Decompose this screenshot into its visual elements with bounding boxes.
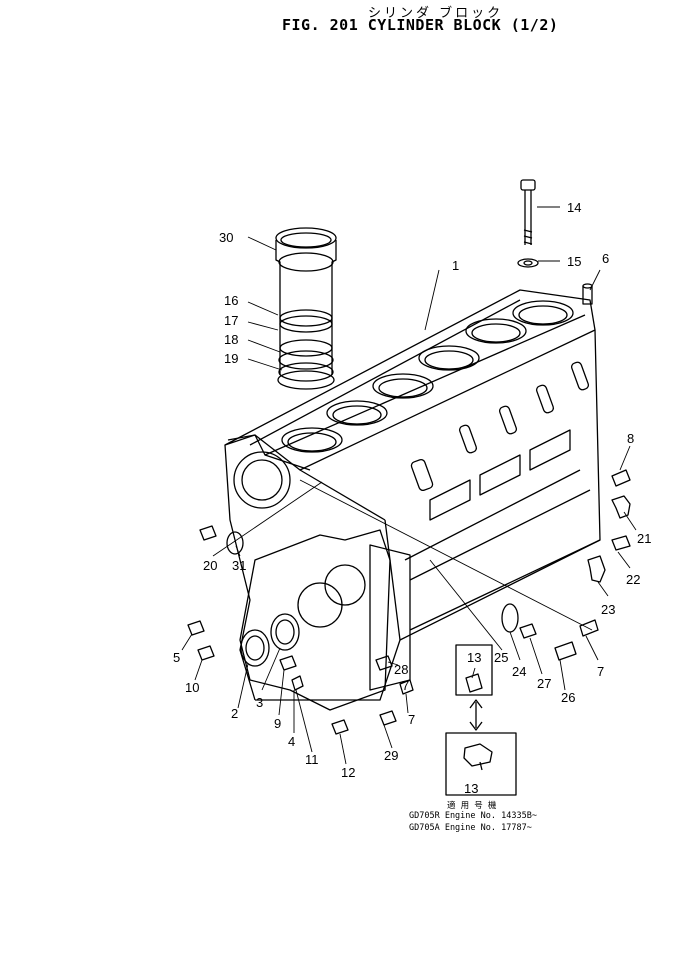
side-covers bbox=[404, 361, 591, 581]
callout-21: 21 bbox=[637, 531, 651, 546]
applicability-heading: 適 用 号 機 bbox=[447, 801, 497, 811]
sensor-box-lower bbox=[445, 732, 517, 796]
callout-7-mid: 7 bbox=[408, 712, 415, 727]
callout-19: 19 bbox=[224, 351, 238, 366]
callout-12: 12 bbox=[341, 765, 355, 780]
callout-26: 26 bbox=[561, 690, 575, 705]
callout-6: 6 bbox=[602, 251, 609, 266]
callout-22: 22 bbox=[626, 572, 640, 587]
callout-17: 17 bbox=[224, 313, 238, 328]
double-arrow bbox=[469, 699, 483, 731]
callout-5: 5 bbox=[173, 650, 180, 665]
cylinder-liner bbox=[275, 227, 337, 390]
callout-13-lower: 13 bbox=[464, 781, 478, 796]
fittings bbox=[187, 469, 631, 735]
cylinder-bores bbox=[281, 300, 574, 453]
japanese-title: シリンダ ブロック bbox=[368, 6, 504, 21]
callout-10: 10 bbox=[185, 680, 199, 695]
callout-labels: 1 2 3 4 5 6 7 7 7 8 9 10 11 12 13 13 14 … bbox=[173, 200, 651, 796]
cylinder-block-outline bbox=[224, 289, 601, 701]
callout-25: 25 bbox=[494, 650, 508, 665]
callout-3: 3 bbox=[256, 695, 263, 710]
callout-7-left: 7 bbox=[402, 678, 409, 693]
callout-23: 23 bbox=[601, 602, 615, 617]
applicability-line-2: GD705A Engine No. 17787~ bbox=[409, 823, 532, 833]
callout-13-upper: 13 bbox=[467, 650, 481, 665]
front-plate bbox=[233, 451, 411, 711]
callout-24: 24 bbox=[512, 664, 526, 679]
leader-lines bbox=[181, 206, 637, 765]
callout-15: 15 bbox=[567, 254, 581, 269]
callout-27: 27 bbox=[537, 676, 551, 691]
callout-28: 28 bbox=[394, 662, 408, 677]
callout-29: 29 bbox=[384, 748, 398, 763]
callout-31: 31 bbox=[232, 558, 246, 573]
callout-2: 2 bbox=[231, 706, 238, 721]
callout-14: 14 bbox=[567, 200, 581, 215]
callout-20: 20 bbox=[203, 558, 217, 573]
callout-30: 30 bbox=[219, 230, 233, 245]
callout-18: 18 bbox=[224, 332, 238, 347]
figure-title: FIG. 201 CYLINDER BLOCK (1/2) bbox=[282, 16, 559, 34]
callout-7-right: 7 bbox=[597, 664, 604, 679]
head-bolt bbox=[517, 179, 539, 268]
callout-8: 8 bbox=[627, 431, 634, 446]
callout-9: 9 bbox=[274, 716, 281, 731]
callout-1: 1 bbox=[452, 258, 459, 273]
callout-4: 4 bbox=[288, 734, 295, 749]
sensor-box-upper bbox=[455, 644, 493, 696]
applicability-line-1: GD705R Engine No. 14335B~ bbox=[409, 811, 537, 821]
callout-11: 11 bbox=[305, 752, 319, 767]
callout-16: 16 bbox=[224, 293, 238, 308]
